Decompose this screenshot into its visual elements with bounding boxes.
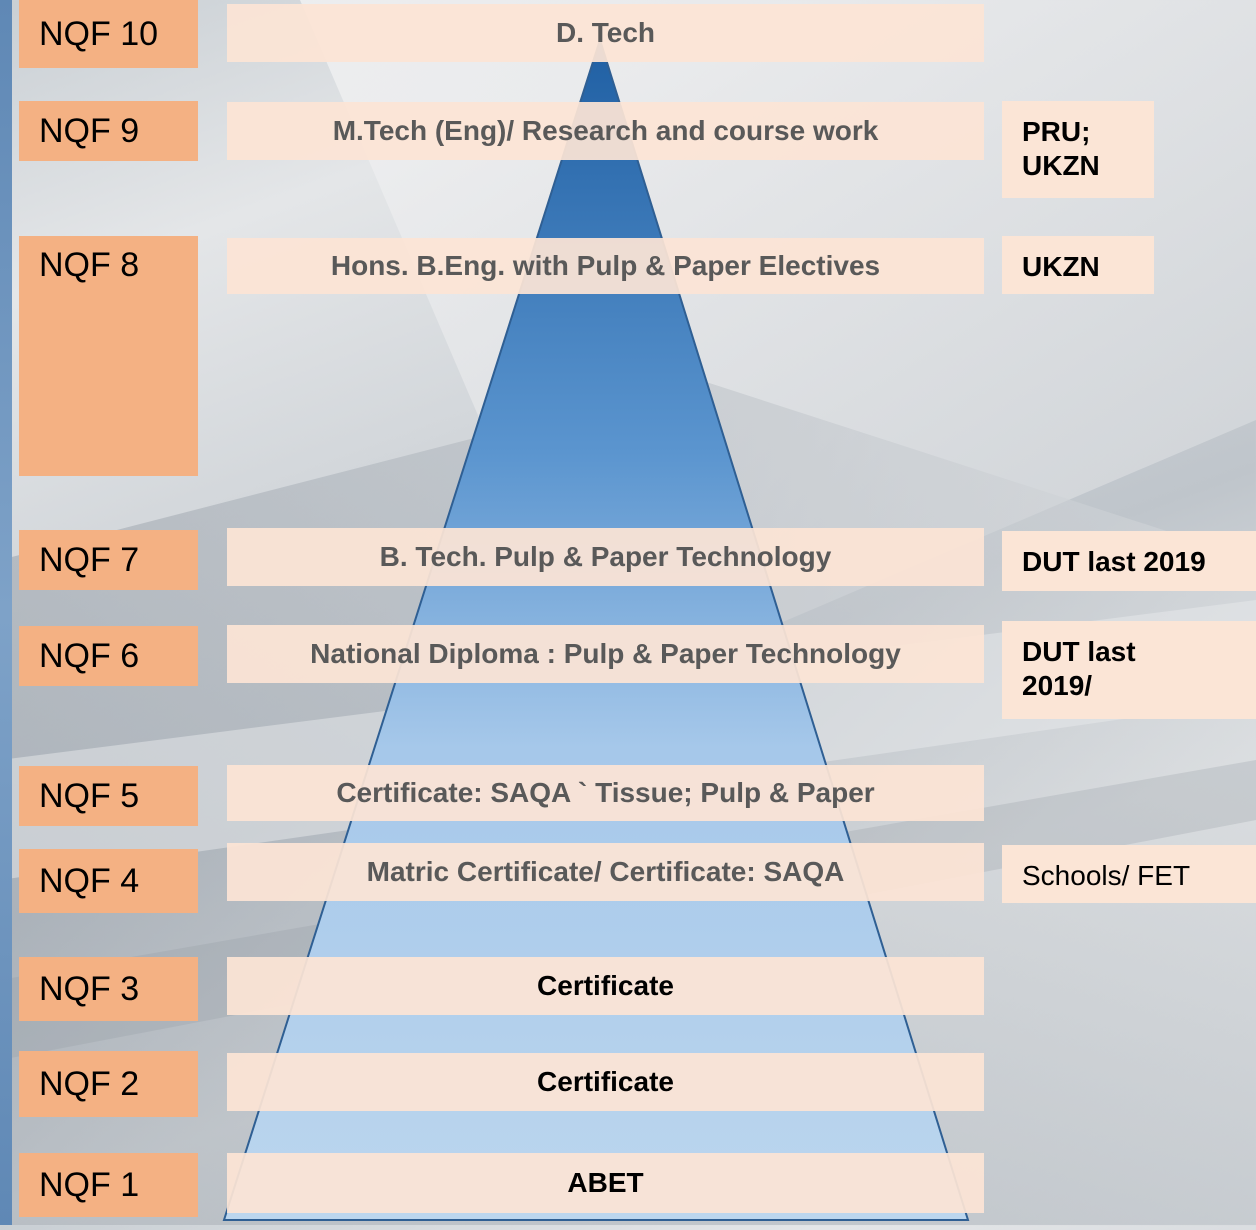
institution-box-8: UKZN xyxy=(1002,236,1154,294)
institution-9-line-1: PRU; xyxy=(1022,116,1091,147)
nqf-label-3: NQF 3 xyxy=(19,957,198,1021)
nqf-label-7: NQF 7 xyxy=(19,530,198,590)
nqf-label-2: NQF 2 xyxy=(19,1051,198,1117)
nqf-label-8: NQF 8 xyxy=(19,236,198,476)
institution-6-line-1: DUT last xyxy=(1022,636,1136,667)
institution-9-line-2: UKZN xyxy=(1022,149,1100,181)
institution-box-9: PRU; UKZN xyxy=(1002,101,1154,198)
qualification-bar-4: Matric Certificate/ Certificate: SAQA xyxy=(227,843,984,901)
nqf-label-5: NQF 5 xyxy=(19,766,198,826)
nqf-label-9: NQF 9 xyxy=(19,101,198,161)
qualification-bar-3: Certificate xyxy=(227,957,984,1015)
qualification-bar-8: Hons. B.Eng. with Pulp & Paper Electives xyxy=(227,238,984,294)
qualification-bar-9: M.Tech (Eng)/ Research and course work xyxy=(227,102,984,160)
qualification-bar-1: ABET xyxy=(227,1153,984,1213)
institution-6-line-2: 2019/ xyxy=(1022,669,1093,701)
institution-box-4: Schools/ FET xyxy=(1002,845,1256,903)
qualification-bar-5: Certificate: SAQA ` Tissue; Pulp & Paper xyxy=(227,765,984,821)
nqf-label-4: NQF 4 xyxy=(19,849,198,913)
qualification-bar-7: B. Tech. Pulp & Paper Technology xyxy=(227,528,984,586)
institution-box-7: DUT last 2019 xyxy=(1002,531,1256,591)
nqf-label-6: NQF 6 xyxy=(19,626,198,686)
left-accent-strip xyxy=(0,0,12,1225)
institution-box-6: DUT last 2019/ xyxy=(1002,621,1256,719)
qualification-bar-10: D. Tech xyxy=(227,4,984,62)
qualification-bar-6: National Diploma : Pulp & Paper Technolo… xyxy=(227,625,984,683)
nqf-label-1: NQF 1 xyxy=(19,1153,198,1217)
nqf-label-10: NQF 10 xyxy=(19,0,198,68)
qualification-bar-2: Certificate xyxy=(227,1053,984,1111)
